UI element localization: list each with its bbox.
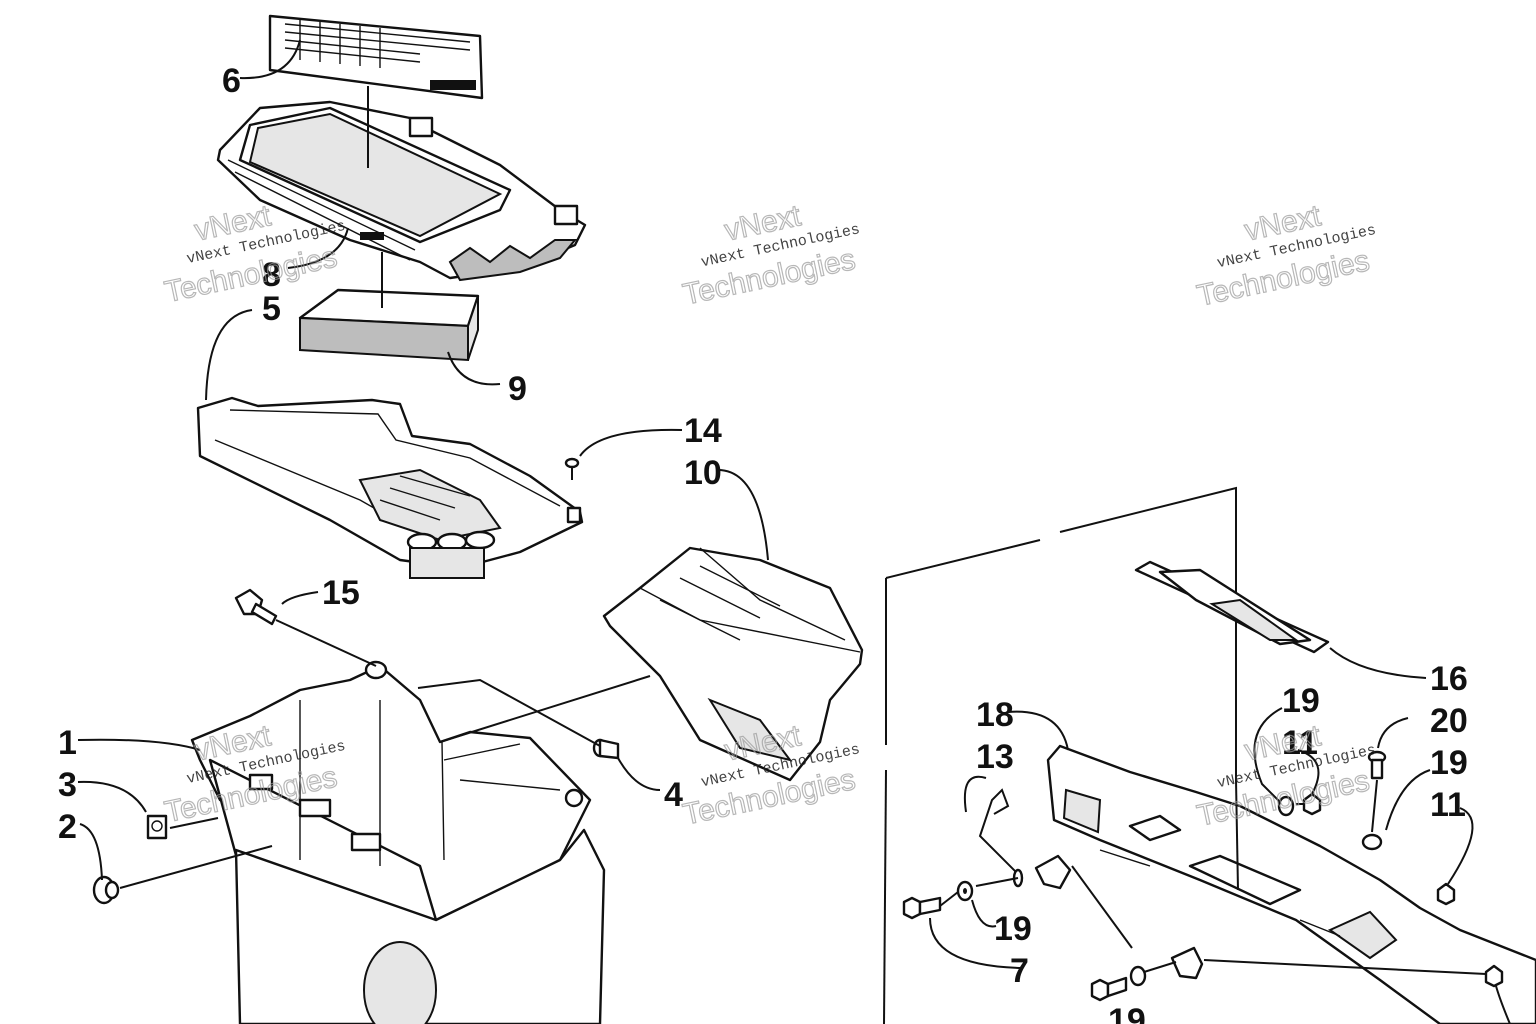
callout-14: 14 [684, 412, 722, 450]
airbox-housing-part-1 [190, 660, 606, 1024]
watermark-mid-right: vNext vNext Technologies Technologies [1194, 719, 1378, 834]
callout-11-right: 11 [1430, 786, 1466, 824]
callout-19-center: 19 [1282, 682, 1320, 720]
callout-6: 6 [222, 62, 241, 100]
washer-part-19-right [1361, 833, 1383, 851]
bolt-part-15 [234, 588, 278, 626]
callout-10: 10 [684, 454, 722, 492]
washer-part-19-center [1277, 795, 1295, 817]
bracket-left [1034, 854, 1072, 890]
watermark-top-center: vNext vNext Technologies Technologies [680, 199, 862, 313]
gasket-part-16 [1134, 560, 1330, 654]
callout-11-center: 11 [1282, 724, 1318, 762]
callout-16: 16 [1430, 660, 1468, 698]
bracket-lower [1170, 946, 1204, 980]
washer-lower [1129, 965, 1147, 987]
airbox-base-part-5 [196, 396, 584, 579]
duct-part-18 [1046, 744, 1536, 1024]
callout-15: 15 [322, 574, 360, 612]
callout-18: 18 [976, 696, 1014, 734]
detail-box-outline [883, 486, 1237, 1024]
callout-19-bottom: 19 [1108, 1002, 1146, 1024]
callout-5: 5 [262, 290, 281, 328]
decal-part-6 [268, 14, 484, 100]
filter-cover-part-8 [216, 100, 587, 282]
watermark-top-right: vNext vNext Technologies Technologies [1194, 199, 1378, 314]
screw-part-14 [564, 457, 580, 480]
callout-9: 9 [508, 370, 527, 408]
watermark-mid-left: vNext vNext Technologies Technologies [161, 719, 347, 830]
bolt-lower-left [1090, 976, 1128, 1002]
callout-13: 13 [976, 738, 1014, 776]
callout-3: 3 [58, 766, 77, 804]
grommet-part-4 [592, 738, 620, 760]
callout-labels: 6 8 5 9 14 10 15 4 1 3 2 18 13 19 7 19 1… [58, 62, 1468, 1024]
callout-19-right: 19 [1430, 744, 1468, 782]
callout-2: 2 [58, 808, 77, 846]
filter-element-part-9 [298, 288, 480, 362]
leader-lines [77, 39, 1511, 1024]
bolt-part-7 [902, 896, 942, 920]
bolt-part-20 [1367, 750, 1387, 780]
callout-19-left: 19 [994, 910, 1032, 948]
nut-part-11-right [1436, 882, 1456, 906]
intake-silencer-part-10 [602, 546, 864, 782]
small-decal-part-3 [146, 814, 168, 840]
washer-part-19-left [956, 880, 974, 902]
callout-8: 8 [262, 256, 281, 294]
plug-part-2 [92, 875, 120, 905]
callout-20: 20 [1430, 702, 1468, 740]
clip-part-13 [978, 788, 1024, 888]
callout-1: 1 [58, 724, 77, 762]
nut-lower-right [1484, 964, 1504, 988]
callout-4: 4 [664, 776, 683, 814]
callout-7: 7 [1010, 952, 1029, 990]
